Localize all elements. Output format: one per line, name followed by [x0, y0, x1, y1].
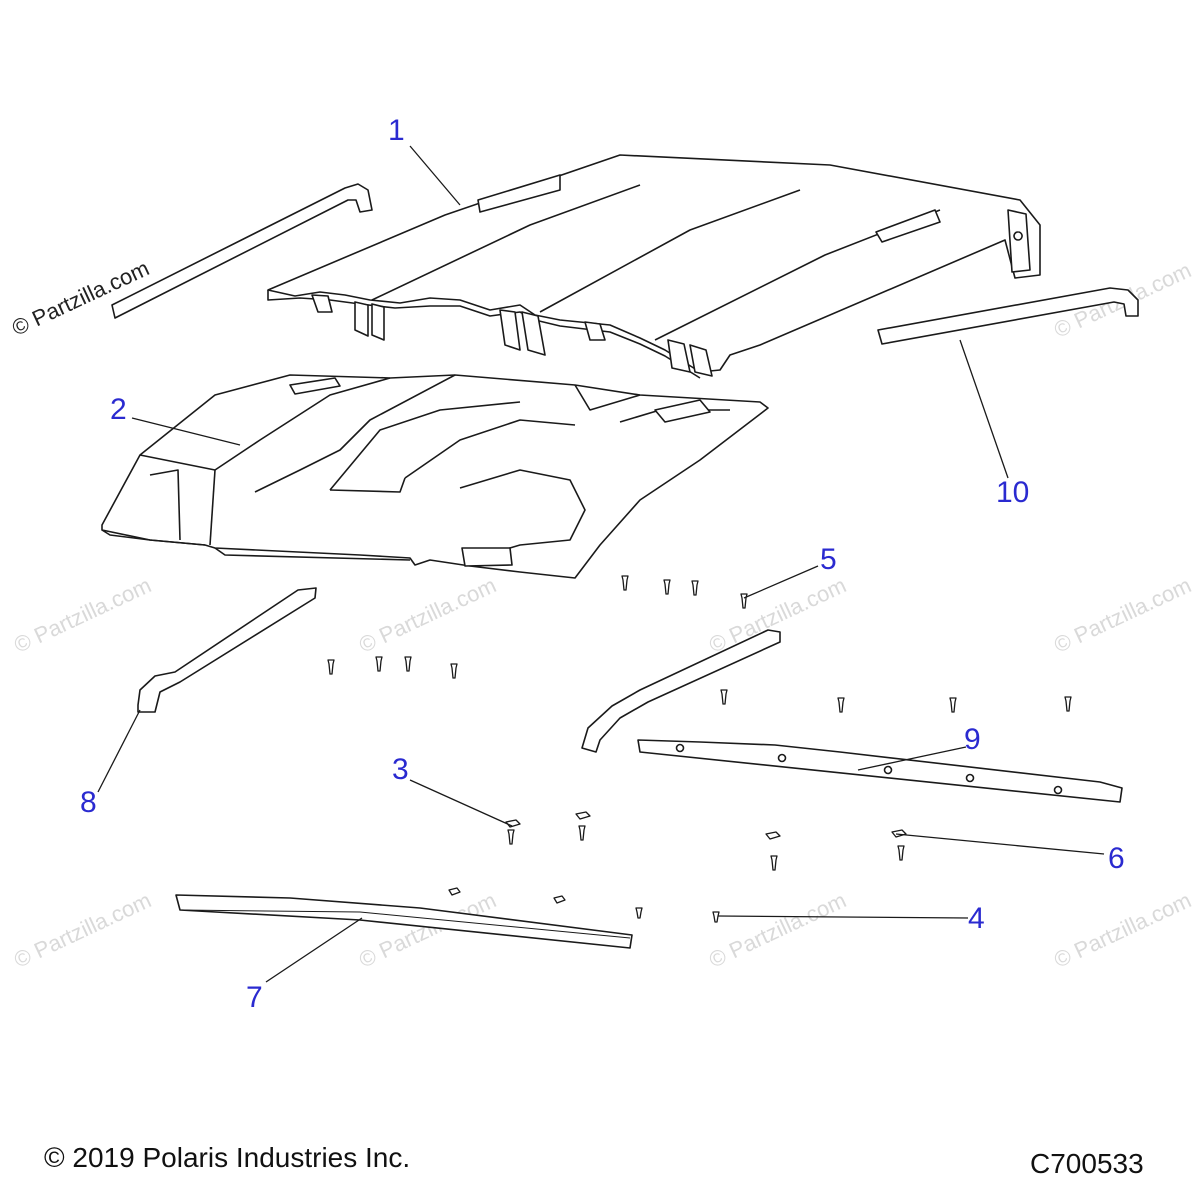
leader-2 — [131, 417, 241, 446]
leader-5 — [743, 565, 819, 599]
part-2-headliner — [101, 374, 769, 579]
leader-4 — [717, 915, 969, 919]
leader-lines — [97, 145, 1105, 983]
callout-2: 2 — [110, 393, 127, 426]
callout-3: 3 — [392, 753, 409, 786]
leader-3 — [409, 779, 513, 827]
leader-9 — [857, 746, 967, 771]
leader-8 — [97, 709, 141, 793]
copyright-text: © 2019 Polaris Industries Inc. — [44, 1142, 411, 1173]
callout-10: 10 — [996, 476, 1030, 509]
diagram-code: C700533 — [1030, 1148, 1144, 1179]
leader-1 — [409, 145, 461, 206]
callout-4: 4 — [968, 902, 985, 935]
right-front-trim — [581, 629, 781, 753]
part-8-left-trim — [137, 587, 317, 713]
callout-9: 9 — [964, 723, 981, 756]
callout-6: 6 — [1108, 842, 1125, 875]
callout-1: 1 — [388, 114, 405, 147]
part-1-roof-panel — [267, 154, 1041, 379]
callout-7: 7 — [246, 981, 263, 1014]
part-7-front-bar — [175, 894, 633, 949]
callout-8: 8 — [80, 786, 97, 819]
part-10-right-rail — [877, 287, 1139, 345]
callout-5: 5 — [820, 543, 837, 576]
part-9-rear-bar — [637, 739, 1123, 803]
leader-10 — [959, 339, 1009, 479]
leader-7 — [265, 917, 363, 983]
left-top-rail — [111, 183, 373, 319]
fasteners — [327, 575, 1072, 923]
leader-6 — [895, 833, 1105, 855]
